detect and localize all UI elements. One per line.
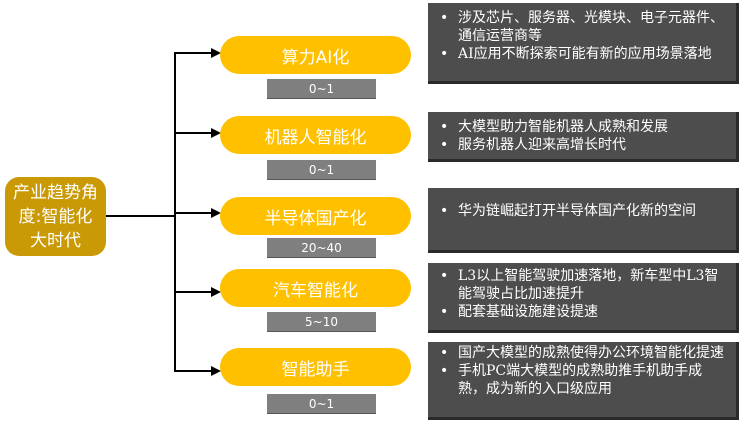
root-node: 产业趋势角 度:智能化 大时代 — [5, 177, 106, 256]
branch-connector-5 — [175, 370, 213, 372]
root-connector — [106, 215, 175, 217]
branch-range-5: 0~1 — [267, 394, 376, 414]
branch-range-1: 0~1 — [267, 79, 376, 99]
desc-4-item-1: •L3以上智能驾驶加速落地，新车型中L3智能驾驶占比加速提升 — [440, 268, 719, 302]
desc-4-item-2: •配套基础设施建设提速 — [440, 304, 598, 320]
branch-connector-3 — [175, 212, 213, 214]
root-line-2: 度:智能化 — [18, 206, 93, 227]
branch-range-4: 5~10 — [267, 312, 376, 332]
branch-connector-1 — [175, 52, 213, 54]
branch-connector-2 — [175, 132, 213, 134]
branch-pill-3: 半导体国产化 — [220, 197, 411, 235]
branch-pill-5: 智能助手 — [220, 348, 411, 386]
desc-5-item-1: •国产大模型的成熟使得办公环境智能化提速 — [440, 345, 724, 361]
branch-pill-4: 汽车智能化 — [220, 269, 411, 307]
desc-2-item-1: •大模型助力智能机器人成熟和发展 — [440, 119, 668, 135]
desc-5-item-2: •手机PC端大模型的成熟助推手机助手成熟，成为新的入口级应用 — [440, 363, 703, 397]
branch-desc-2: •大模型助力智能机器人成熟和发展 •服务机器人迎来高增长时代 — [428, 112, 739, 162]
branch-range-3: 20~40 — [267, 238, 376, 258]
branch-desc-3: •华为链崛起打开半导体国产化新的空间 — [428, 188, 739, 253]
branch-pill-2: 机器人智能化 — [220, 116, 411, 154]
arrow-head-3 — [211, 208, 221, 218]
desc-2-item-2: •服务机器人迎来高增长时代 — [440, 137, 626, 153]
arrow-head-1 — [211, 48, 221, 58]
arrow-head-5 — [211, 366, 221, 376]
branch-desc-5: •国产大模型的成熟使得办公环境智能化提速 •手机PC端大模型的成熟助推手机助手成… — [428, 342, 739, 420]
root-line-1: 产业趋势角 — [13, 182, 98, 203]
root-line-3: 大时代 — [30, 230, 81, 251]
branch-connector-4 — [175, 291, 213, 293]
desc-1-item-2: •AI应用不断探索可能有新的应用场景落地 — [440, 46, 712, 62]
desc-3-item-1: •华为链崛起打开半导体国产化新的空间 — [440, 203, 696, 219]
branch-range-2: 0~1 — [267, 160, 376, 180]
branch-pill-1: 算力AI化 — [220, 36, 411, 74]
branch-desc-4: •L3以上智能驾驶加速落地，新车型中L3智能驾驶占比加速提升 •配套基础设施建设… — [428, 263, 739, 333]
arrow-head-2 — [211, 128, 221, 138]
arrow-head-4 — [211, 287, 221, 297]
desc-1-item-1: •涉及芯片、服务器、光模块、电子元器件、通信运营商等 — [440, 10, 724, 44]
branch-desc-1: •涉及芯片、服务器、光模块、电子元器件、通信运营商等 •AI应用不断探索可能有新… — [428, 3, 739, 84]
